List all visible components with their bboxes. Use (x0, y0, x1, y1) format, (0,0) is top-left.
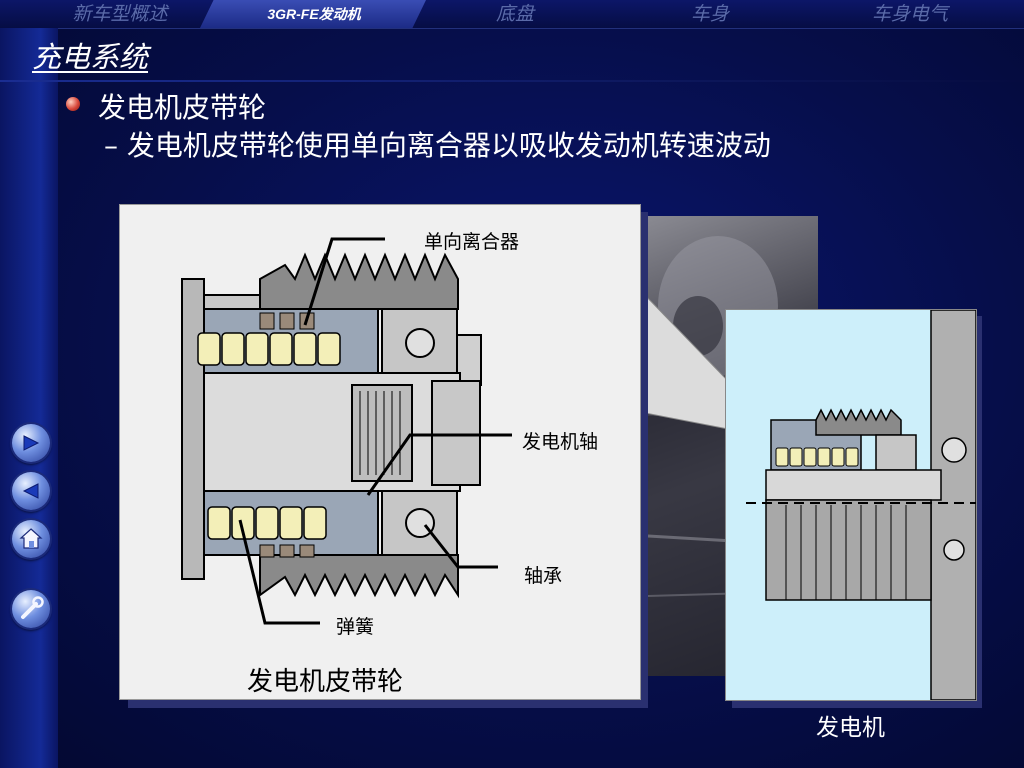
label-spring: 弹簧 (336, 616, 375, 638)
bullet-icon (66, 97, 80, 111)
arrow-left-icon (22, 483, 39, 499)
active-tab-highlight (200, 0, 426, 28)
tab-body-electrical[interactable]: 车身电气 (871, 3, 948, 25)
home-button[interactable] (12, 520, 50, 558)
left-sidebar (0, 28, 58, 768)
wrench-icon (21, 596, 44, 619)
label-alternator-shaft: 发电机轴 (522, 431, 599, 453)
pulley-caption: 发电机皮带轮 (247, 667, 404, 697)
previous-button[interactable] (12, 472, 50, 510)
alternator-caption: 发电机 (816, 715, 885, 741)
top-nav: 新车型概述 3GR-FE发动机 底盘 车身 车身电气 (0, 0, 1024, 29)
title-divider (0, 80, 1024, 82)
label-one-way-clutch: 单向离合器 (424, 231, 520, 253)
pulley-cross-section (119, 204, 641, 700)
tab-chassis[interactable]: 底盘 (495, 3, 534, 25)
tools-button[interactable] (12, 590, 50, 628)
next-button[interactable] (12, 424, 50, 462)
section-heading: 发电机皮带轮 (98, 91, 267, 124)
tab-new-model-overview[interactable]: 新车型概述 (72, 3, 168, 25)
tab-body[interactable]: 车身 (690, 3, 729, 25)
home-icon (19, 528, 43, 549)
page-title: 充电系统 (32, 40, 149, 74)
alternator-diagram (725, 309, 977, 701)
label-bearing: 轴承 (524, 565, 563, 587)
tab-3gr-fe-engine[interactable]: 3GR-FE发动机 (267, 6, 361, 22)
pulley-diagram (181, 237, 512, 625)
arrow-right-icon (23, 435, 40, 451)
alternator-drawing (746, 310, 976, 700)
section-description: – 发电机皮带轮使用单向离合器以吸收发动机转速波动 (104, 129, 771, 162)
